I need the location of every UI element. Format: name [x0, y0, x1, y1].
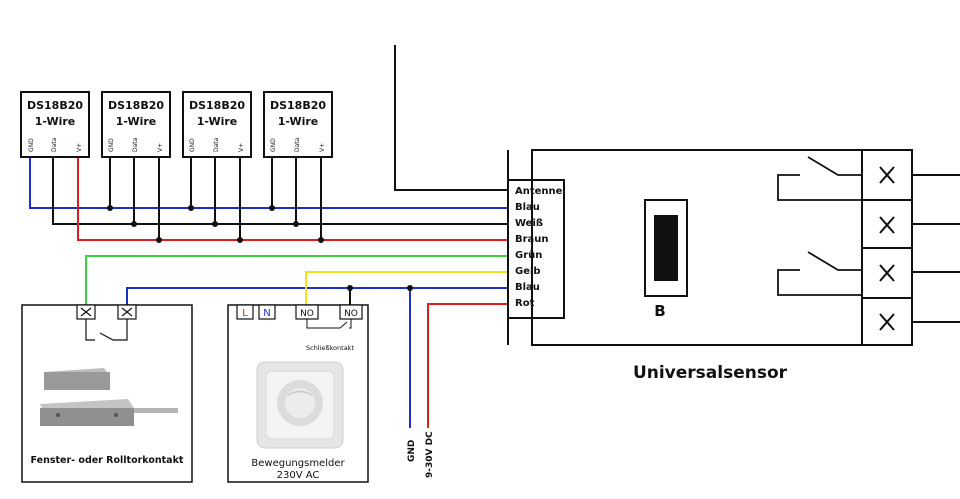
switch-label: B: [654, 302, 665, 320]
sensor-1: DS18B20 1-Wire GND Data V+: [20, 91, 90, 158]
gnd-label: GND: [407, 440, 417, 462]
sensor-bus: 1-Wire: [278, 115, 319, 128]
terminal-rot: Rot: [515, 298, 535, 309]
blue-wire-contact: [126, 287, 508, 305]
universal-sensor-module: Antenne Blau Weiß Braun Grün Gelb Blau R…: [507, 149, 960, 346]
terminal-no-2: NO: [344, 309, 358, 319]
terminal-gelb: Gelb: [515, 266, 541, 277]
sensor-name: DS18B20: [108, 99, 164, 112]
sensor-bus: 1-Wire: [197, 115, 238, 128]
relay-2: [777, 251, 862, 296]
antenna-wire: [394, 45, 508, 191]
pin-gnd: GND: [189, 138, 196, 152]
terminal-n: N: [263, 308, 270, 319]
window-contact-caption: Fenster- oder Rolltorkontakt: [31, 455, 184, 466]
pin-gnd: GND: [270, 138, 277, 152]
sensor-2: DS18B20 1-Wire GND Data V+: [101, 91, 171, 158]
motion-detector-image: [256, 361, 344, 449]
sensor-4: DS18B20 1-Wire GND Data V+: [263, 91, 333, 158]
motion-detector-box: L N NO NO Schließkontakt Bewegungsmelder…: [227, 304, 369, 483]
terminal-antenne: Antenne: [515, 186, 563, 197]
magnet-contact-image: [40, 368, 178, 426]
window-contact-box: Fenster- oder Rolltorkontakt: [21, 304, 193, 483]
sensor-name: DS18B20: [270, 99, 326, 112]
module-title: Universalsensor: [633, 363, 788, 383]
pin-data: Data: [51, 137, 58, 152]
sensor-name: DS18B20: [27, 99, 83, 112]
green-wire: [85, 255, 508, 305]
sensor-bus-wires: [29, 157, 508, 243]
pin-data: Data: [132, 137, 139, 152]
terminal-l: L: [242, 308, 248, 319]
supply-label: 9-30V DC: [425, 431, 435, 478]
terminal-weiss: Weiß: [515, 218, 543, 229]
contact-label: Schließkontakt: [306, 344, 354, 352]
pin-vplus: V+: [157, 143, 164, 152]
yellow-wire: [305, 271, 508, 305]
output-terminals: [861, 149, 960, 346]
pin-vplus: V+: [76, 143, 83, 152]
terminal-blau-2: Blau: [515, 282, 540, 293]
motion-caption-line1: Bewegungsmelder: [251, 458, 345, 469]
sensor-name: DS18B20: [189, 99, 245, 112]
terminal-blau-1: Blau: [515, 202, 540, 213]
pin-gnd: GND: [108, 138, 115, 152]
pin-data: Data: [213, 137, 220, 152]
motion-caption-line2: 230V AC: [277, 470, 320, 481]
sensor-bus: 1-Wire: [116, 115, 157, 128]
relay-1: [777, 156, 862, 201]
pin-vplus: V+: [238, 143, 245, 152]
terminal-braun: Braun: [515, 234, 549, 245]
supply-wire: [427, 303, 508, 428]
sensor-3: DS18B20 1-Wire GND Data V+: [182, 91, 252, 158]
pin-gnd: GND: [28, 138, 35, 152]
pin-data: Data: [294, 137, 301, 152]
terminal-no-1: NO: [300, 309, 314, 319]
sensor-bus: 1-Wire: [35, 115, 76, 128]
pin-vplus: V+: [319, 143, 326, 152]
terminal-gruen: Grün: [515, 250, 542, 261]
